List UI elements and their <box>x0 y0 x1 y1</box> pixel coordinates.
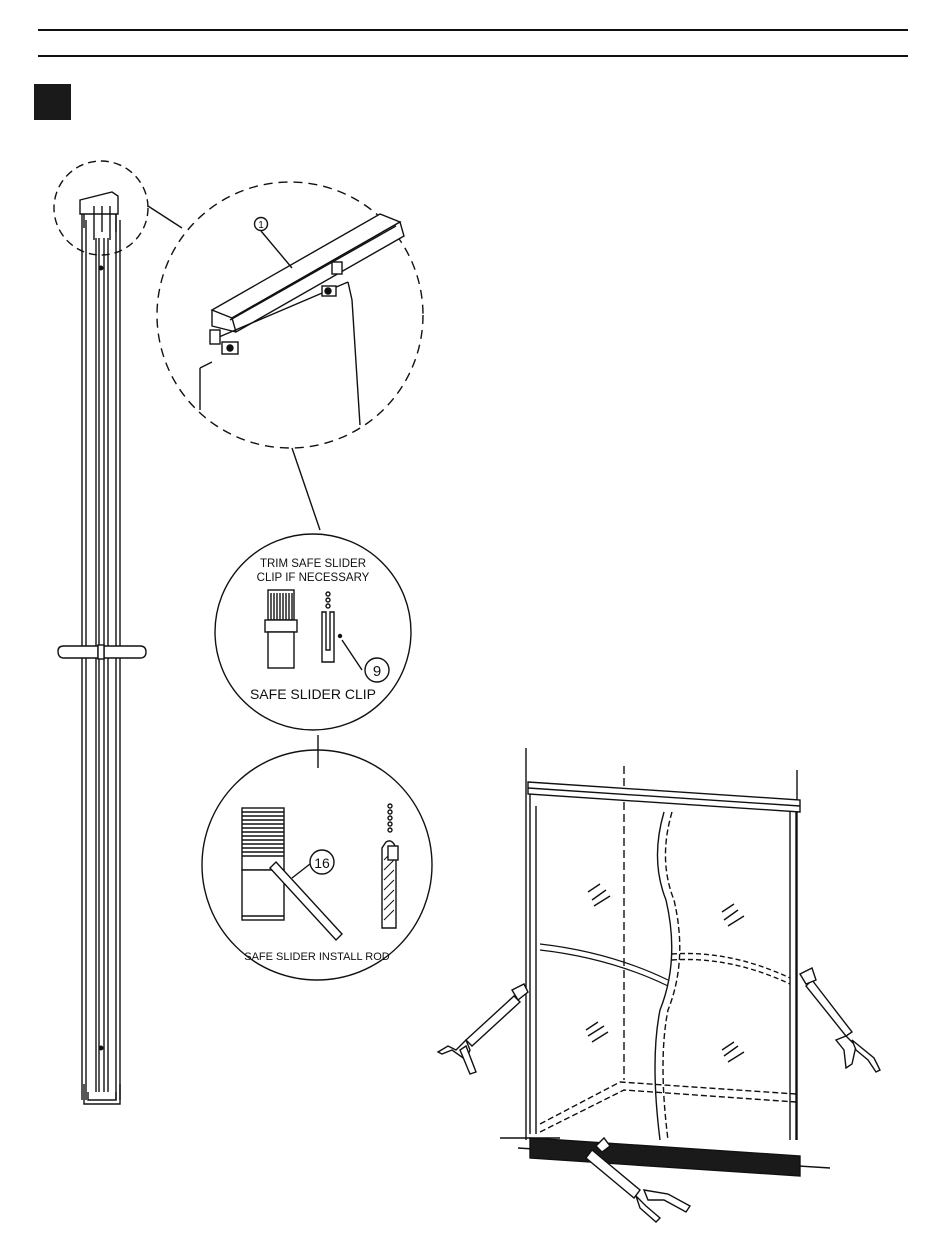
clip-note-line2: CLIP IF NECESSARY <box>257 572 370 584</box>
caulk-gun-icon <box>438 984 528 1074</box>
rod-caption: SAFE SLIDER INSTALL ROD <box>244 951 390 963</box>
callout-9-label: 9 <box>373 663 381 680</box>
door-panel-side-view <box>54 161 182 1104</box>
shower-enclosure-view <box>500 748 830 1176</box>
callout-16-label: 16 <box>314 855 330 871</box>
callout-1-label: 1 <box>258 220 264 231</box>
detail-header-rail <box>157 182 423 448</box>
caulk-gun-icon <box>800 968 880 1072</box>
clip-caption: SAFE SLIDER CLIP <box>250 686 376 702</box>
clip-note-line1: TRIM SAFE SLIDER <box>260 558 366 570</box>
